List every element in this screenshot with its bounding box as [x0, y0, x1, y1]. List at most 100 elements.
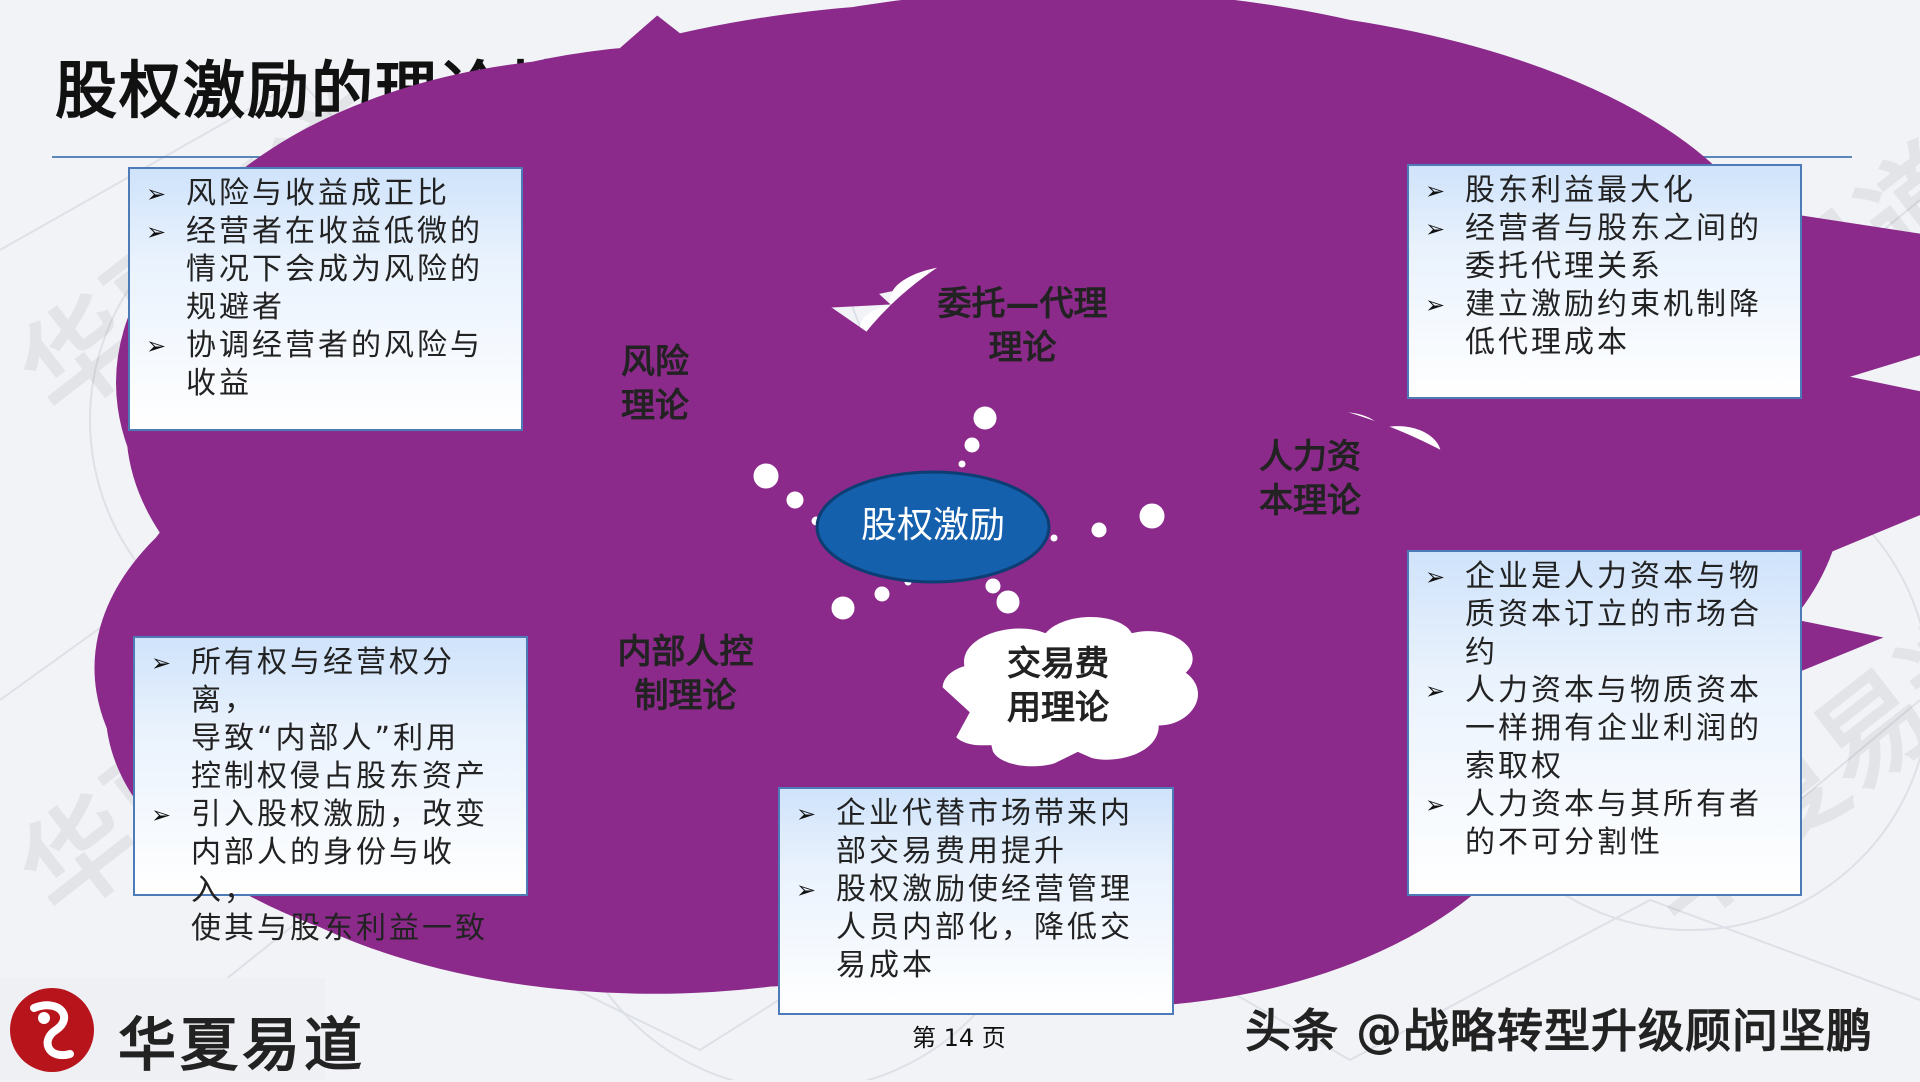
- item-line: 的不可分割性: [1465, 825, 1663, 860]
- logo-emblem: [0, 978, 325, 1080]
- theory-agency-line: 理论: [988, 328, 1057, 368]
- theory-agency-line: 委托—代理: [937, 284, 1108, 324]
- bullet-icon: ➢: [146, 332, 170, 360]
- item-line: 经营者与股东之间的: [1465, 211, 1762, 246]
- theory-agency: 委托—代理 理论: [905, 282, 1140, 370]
- item-line: 所有权与经营权分离，: [191, 645, 455, 718]
- list-item: ➢ 人力资本与物质资本一样拥有企业利润的索取权: [1423, 672, 1786, 786]
- item-line: 索取权: [1465, 749, 1564, 784]
- list-item: ➢ 建立激励约束机制降低代理成本: [1423, 286, 1786, 362]
- list-item: ➢ 股东利益最大化: [1423, 172, 1786, 210]
- item-line: 情况下会成为风险的: [186, 252, 483, 287]
- bubble: [955, 457, 969, 471]
- item-line: 导致“内部人”利用: [191, 721, 460, 756]
- item-line: 控制权侵占股东资产: [191, 759, 488, 794]
- bubble: [970, 403, 1000, 433]
- bullet-icon: ➢: [151, 649, 175, 677]
- bubble: [828, 593, 858, 623]
- bullet-icon: ➢: [796, 800, 820, 828]
- bullet-icon: ➢: [146, 180, 170, 208]
- list-item: ➢ 风险与收益成正比: [144, 175, 507, 213]
- item-line: 风险与收益成正比: [186, 176, 450, 211]
- item-line: 规避者: [186, 290, 285, 325]
- bullet-icon: ➢: [1425, 791, 1449, 819]
- bubble: [1047, 531, 1061, 545]
- box-transaction-list: ➢ 企业代替市场带来内部交易费用提升 ➢ 股权激励使经营管理人员内部化，降低交易成本: [794, 795, 1158, 985]
- item-line: 使其与股东利益一致: [191, 911, 488, 946]
- list-item: ➢ 企业是人力资本与物质资本订立的市场合约: [1423, 558, 1786, 672]
- list-item: ➢ 经营者与股东之间的委托代理关系: [1423, 210, 1786, 286]
- page-number: 第 14 页: [912, 1024, 1006, 1052]
- bullet-icon: ➢: [1425, 291, 1449, 319]
- theory-transaction: 交易费 用理论: [988, 642, 1128, 730]
- theory-human-capital-line: 人力资: [1259, 437, 1361, 477]
- item-line: 企业代替市场带来内: [836, 796, 1133, 831]
- item-line: 低代理成本: [1465, 325, 1630, 360]
- item-line: 收益: [186, 366, 252, 401]
- item-line: 内部人的身份与收入，: [191, 835, 455, 908]
- theory-transaction-line: 交易费: [1007, 644, 1109, 684]
- box-insider: ➢ 所有权与经营权分离，导致“内部人”利用控制权侵占股东资产 ➢ 引入股权激励，改变…: [133, 636, 528, 946]
- bubble: [750, 460, 782, 492]
- item-line: 人力资本与物质资本: [1465, 673, 1762, 708]
- box-risk: ➢ 风险与收益成正比 ➢ 经营者在收益低微的情况下会成为风险的规避者 ➢ 协调经营者的…: [128, 167, 523, 431]
- box-risk-list: ➢ 风险与收益成正比 ➢ 经营者在收益低微的情况下会成为风险的规避者 ➢ 协调经营者的…: [144, 175, 507, 403]
- bullet-icon: ➢: [151, 801, 175, 829]
- center-node-label: 股权激励: [860, 505, 1005, 546]
- bullet-icon: ➢: [146, 218, 170, 246]
- theory-risk-line: 风险: [621, 342, 689, 382]
- item-line: 股东利益最大化: [1465, 173, 1696, 208]
- bullet-icon: ➢: [1425, 677, 1449, 705]
- bubble: [871, 583, 893, 605]
- box-human-capital: ➢ 企业是人力资本与物质资本订立的市场合约 ➢ 人力资本与物质资本一样拥有企业利润的…: [1407, 550, 1802, 896]
- list-item: ➢ 所有权与经营权分离，导致“内部人”利用控制权侵占股东资产: [149, 644, 512, 796]
- item-line: 易成本: [836, 948, 935, 983]
- theory-risk: 风险 理论: [585, 340, 725, 428]
- bullet-icon: ➢: [1425, 563, 1449, 591]
- item-line: 经营者在收益低微的: [186, 214, 483, 249]
- box-transaction: ➢ 企业代替市场带来内部交易费用提升 ➢ 股权激励使经营管理人员内部化，降低交易成本: [778, 787, 1174, 1015]
- list-item: ➢ 人力资本与其所有者的不可分割性: [1423, 786, 1786, 862]
- box-agency-list: ➢ 股东利益最大化 ➢ 经营者与股东之间的委托代理关系 ➢ 建立激励约束机制降低代理成…: [1423, 172, 1786, 362]
- bullet-icon: ➢: [1425, 177, 1449, 205]
- list-item: ➢ 企业代替市场带来内部交易费用提升: [794, 795, 1158, 871]
- box-insider-list: ➢ 所有权与经营权分离，导致“内部人”利用控制权侵占股东资产 ➢ 引入股权激励，改变…: [149, 644, 512, 948]
- item-line: 股权激励使经营管理: [836, 872, 1133, 907]
- item-line: 企业是人力资本与物: [1465, 559, 1762, 594]
- bubble: [961, 434, 983, 456]
- logo-text: 华夏易道: [118, 1011, 367, 1079]
- item-line: 一样拥有企业利润的: [1465, 711, 1762, 746]
- theory-insider-line: 制理论: [634, 676, 737, 716]
- box-agency: ➢ 股东利益最大化 ➢ 经营者与股东之间的委托代理关系 ➢ 建立激励约束机制降低代理成…: [1407, 164, 1802, 399]
- item-line: 部交易费用提升: [836, 834, 1067, 869]
- theory-risk-line: 理论: [621, 386, 689, 426]
- list-item: ➢ 引入股权激励，改变内部人的身份与收入，使其与股东利益一致: [149, 796, 512, 948]
- bubble: [993, 587, 1023, 617]
- bubble: [1136, 500, 1168, 532]
- box-human-capital-list: ➢ 企业是人力资本与物质资本订立的市场合约 ➢ 人力资本与物质资本一样拥有企业利润的…: [1423, 558, 1786, 862]
- list-item: ➢ 协调经营者的风险与收益: [144, 327, 507, 403]
- bullet-icon: ➢: [796, 876, 820, 904]
- bullet-icon: ➢: [1425, 215, 1449, 243]
- item-line: 人力资本与其所有者: [1465, 787, 1762, 822]
- item-line: 委托代理关系: [1465, 249, 1663, 284]
- bubble: [783, 488, 807, 512]
- item-line: 人员内部化，降低交: [836, 910, 1133, 945]
- theory-insider-line: 内部人控: [617, 632, 754, 672]
- item-line: 约: [1465, 635, 1498, 670]
- item-line: 质资本订立的市场合: [1465, 597, 1762, 632]
- item-line: 建立激励约束机制降: [1465, 287, 1762, 322]
- theory-human-capital: 人力资 本理论: [1240, 435, 1380, 523]
- theory-insider: 内部人控 制理论: [598, 630, 773, 718]
- bubble: [1088, 519, 1110, 541]
- list-item: ➢ 经营者在收益低微的情况下会成为风险的规避者: [144, 213, 507, 327]
- theory-transaction-line: 用理论: [1007, 688, 1109, 728]
- center-node: [815, 470, 1051, 584]
- bubble: [982, 575, 1004, 597]
- theory-human-capital-line: 本理论: [1259, 481, 1361, 521]
- item-line: 协调经营者的风险与: [186, 328, 483, 363]
- list-item: ➢ 股权激励使经营管理人员内部化，降低交易成本: [794, 871, 1158, 985]
- author-credit: 头条 @战略转型升级顾问坚鹏: [1245, 1004, 1874, 1058]
- item-line: 引入股权激励，改变: [191, 797, 488, 832]
